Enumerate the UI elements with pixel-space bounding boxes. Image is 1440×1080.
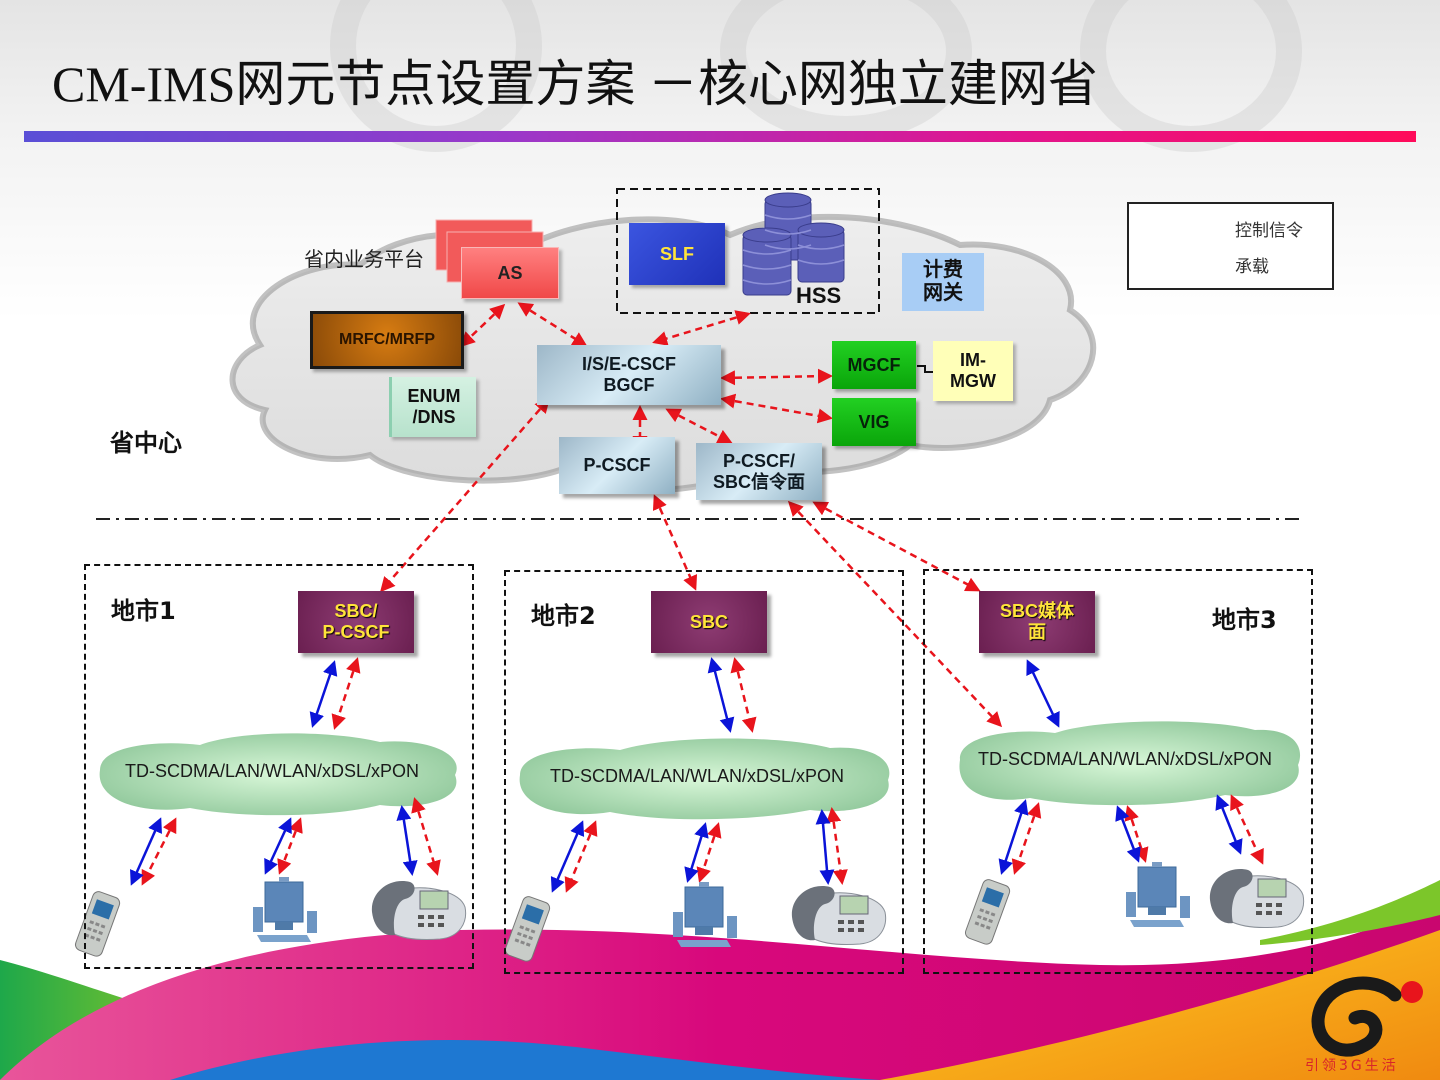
p-cscf-node[interactable]: P-CSCF xyxy=(559,437,675,494)
desktop-pc-icon xyxy=(1126,862,1190,927)
p-cscf-sbc-signaling-node[interactable]: P-CSCF/ SBC信令面 xyxy=(696,443,822,500)
signal-sbc2-access xyxy=(730,657,757,733)
im-mgw-node[interactable]: IM- MGW xyxy=(933,341,1013,401)
magenta-wave xyxy=(0,900,1440,1080)
slf-node[interactable]: SLF xyxy=(629,223,725,285)
city3-sbc-label-line1: SBC媒体 xyxy=(999,601,1074,622)
legend-box: 控制信令 承载 xyxy=(1127,202,1334,290)
cscf-bgcf-node[interactable]: I/S/E-CSCF BGCF xyxy=(537,345,721,405)
billing-gateway-label-line2: 网关 xyxy=(923,282,963,304)
province-center-label: 省中心 xyxy=(110,429,182,457)
desktop-pc-icon xyxy=(673,882,737,947)
p-cscf-label: P-CSCF xyxy=(583,455,651,476)
city3-access-network-label: TD-SCDMA/LAN/WLAN/xDSL/xPON xyxy=(978,749,1273,769)
blue-wave xyxy=(170,1040,880,1080)
city2-region-box xyxy=(504,570,904,974)
bearer-access2-pc xyxy=(684,822,709,883)
im-mgw-label-line2: MGW xyxy=(950,371,996,391)
city1-label: 地市1 xyxy=(111,597,176,625)
city2-access-network-label: TD-SCDMA/LAN/WLAN/xDSL/xPON xyxy=(550,766,845,786)
city3-sbc-media-node[interactable]: SBC媒体 面 xyxy=(979,591,1095,653)
orange-wave xyxy=(880,930,1440,1080)
signal-cscf-city1 xyxy=(380,397,550,593)
city2-label: 地市2 xyxy=(531,602,596,630)
bearer-sbc3-access xyxy=(1026,659,1060,728)
city3-sbc-label-line2: 面 xyxy=(1028,622,1046,642)
bearer-access3-phone xyxy=(1215,794,1243,855)
p-cscf-sbc-label-line1: P-CSCF/ xyxy=(723,450,795,471)
signal-pcscfsbc-city3-access xyxy=(787,500,1003,728)
mobile-phone-icon xyxy=(504,896,551,962)
bearer-access2-phone xyxy=(815,809,835,885)
g3-logo-icon xyxy=(1311,976,1423,1057)
brand-slogan: 引领3G生活 xyxy=(1305,1058,1399,1074)
cscf-label: I/S/E-CSCF xyxy=(581,354,676,375)
decorative-waves xyxy=(0,880,1440,1080)
slide-title: CM-IMS网元节点设置方案 －核心网独立建网省 xyxy=(52,56,1098,112)
slf-hss-group-box xyxy=(616,188,880,314)
access-cloud-city3 xyxy=(959,721,1301,806)
bearer-access1-phone xyxy=(396,805,418,876)
signal-hss-cscf xyxy=(652,310,751,346)
ip-phone-icon xyxy=(791,886,887,946)
legend-label-control-signaling: 控制信令 xyxy=(1235,221,1303,241)
bearer-sbc2-access xyxy=(707,657,735,733)
signal-as-cscf xyxy=(517,302,588,347)
city2-sbc-label: SBC xyxy=(689,611,728,632)
city3-region-box xyxy=(923,569,1313,974)
city1-sbc-node[interactable]: SBC/ P-CSCF xyxy=(298,591,414,653)
ip-phone-icon xyxy=(371,881,467,941)
mgcf-node[interactable]: MGCF xyxy=(832,341,916,389)
mrfc-mrfp-label: MRFC/MRFP xyxy=(339,330,435,348)
vig-node[interactable]: VIG xyxy=(832,398,916,446)
im-mgw-label-line1: IM- xyxy=(960,350,986,371)
mgcf-label: MGCF xyxy=(847,354,901,375)
ip-phone-icon xyxy=(1209,869,1305,929)
signal-pcscf-city2 xyxy=(652,494,698,591)
service-platform-label: 省内业务平台 xyxy=(304,247,424,271)
mobile-phone-icon xyxy=(74,891,121,957)
bearer-access2-mobile xyxy=(550,820,585,893)
p-cscf-sbc-label-line2: SBC信令面 xyxy=(712,471,805,492)
city1-region-box xyxy=(84,564,474,969)
signal-cscf-vig xyxy=(720,393,833,424)
bearer-access1-mobile xyxy=(130,817,162,886)
enum-dns-node[interactable]: ENUM /DNS xyxy=(389,377,476,437)
hss-database-icon xyxy=(742,192,845,296)
city3-label: 地市3 xyxy=(1212,606,1277,634)
bearer-access3-pc xyxy=(1115,805,1141,863)
vig-label: VIG xyxy=(858,411,890,432)
slf-node-label: SLF xyxy=(660,243,694,264)
city2-sbc-node[interactable]: SBC xyxy=(651,591,767,653)
access-cloud-city2 xyxy=(519,738,890,820)
mobile-phone-icon xyxy=(964,879,1011,945)
city1-sbc-label-line2: P-CSCF xyxy=(322,622,390,642)
signal-cscf-mgcf xyxy=(720,368,833,386)
green-wave-right xyxy=(1260,880,1440,945)
bearer-access1-pc xyxy=(264,817,292,875)
bgcf-label: BGCF xyxy=(603,375,655,395)
as-node[interactable]: AS xyxy=(461,247,559,299)
mrfc-mrfp-node[interactable]: MRFC/MRFP xyxy=(310,311,464,369)
as-node-label: AS xyxy=(497,262,523,283)
legend-label-bearer: 承载 xyxy=(1235,257,1269,277)
city1-sbc-label-line1: SBC/ xyxy=(334,601,378,622)
mgcf-immgw-link xyxy=(917,365,935,373)
city1-access-network-label: TD-SCDMA/LAN/WLAN/xDSL/xPON xyxy=(125,761,420,781)
title-underline-bar xyxy=(24,131,1416,142)
billing-gateway-label-line1: 计费 xyxy=(923,259,963,281)
enum-dns-label-line1: ENUM xyxy=(407,386,461,407)
bearer-sbc1-access xyxy=(309,660,338,728)
bearer-access3-mobile xyxy=(998,799,1029,875)
signal-access1-phone xyxy=(411,797,441,876)
enum-dns-label-line2: /DNS xyxy=(412,407,456,427)
hss-label: HSS xyxy=(796,283,842,308)
billing-gateway-node[interactable]: 计费 网关 xyxy=(902,253,984,311)
signal-as-mrfc xyxy=(459,303,506,348)
access-cloud-city1 xyxy=(99,733,457,816)
desktop-pc-icon xyxy=(253,877,317,942)
